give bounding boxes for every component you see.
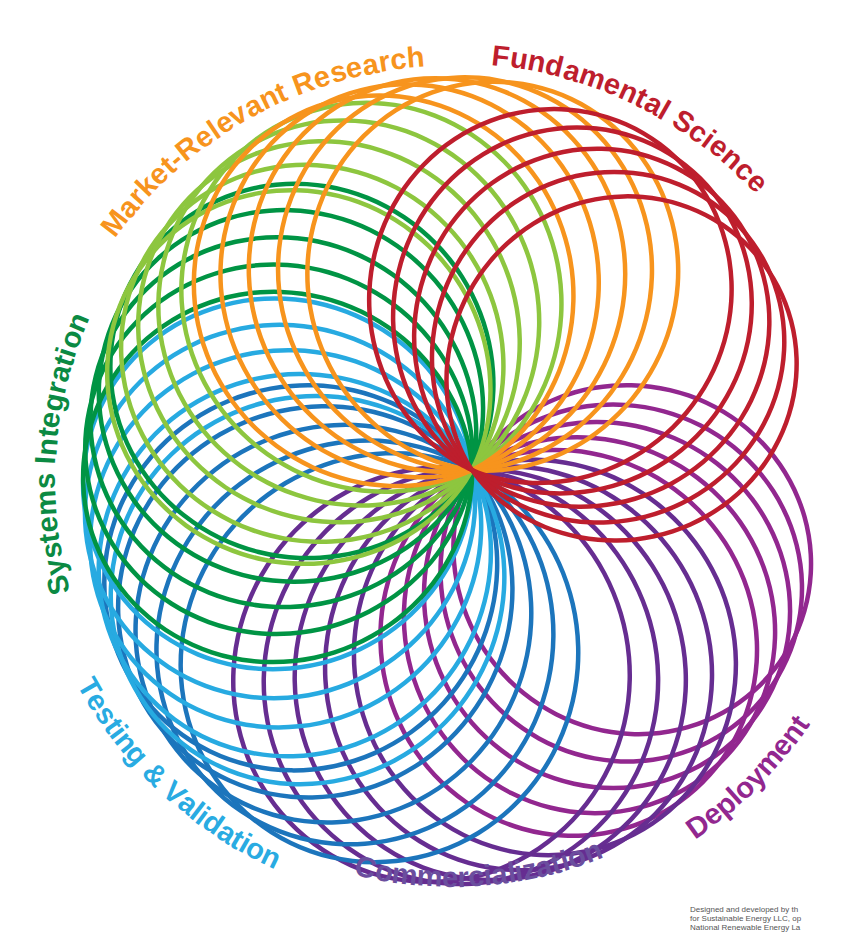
category-label: Testing & Validation [48, 666, 294, 899]
category-label: Systems Integration [31, 299, 120, 611]
loop-curve [369, 109, 731, 483]
category-label: Market-Relevant Research [97, 43, 446, 261]
loop-curve [307, 82, 678, 471]
credit-note: National Renewable Energy La [690, 923, 800, 932]
loop-curve [446, 196, 796, 540]
credit-note: Designed and developed by th [690, 905, 798, 914]
loop-curve [278, 77, 652, 470]
credit-note: for Sustainable Energy LLC, op [690, 914, 801, 923]
category-label: Deployment [677, 702, 840, 867]
category-label: Fundamental Science [470, 42, 776, 221]
category-label: Commercialization [334, 836, 627, 921]
loop-curve [432, 172, 784, 523]
